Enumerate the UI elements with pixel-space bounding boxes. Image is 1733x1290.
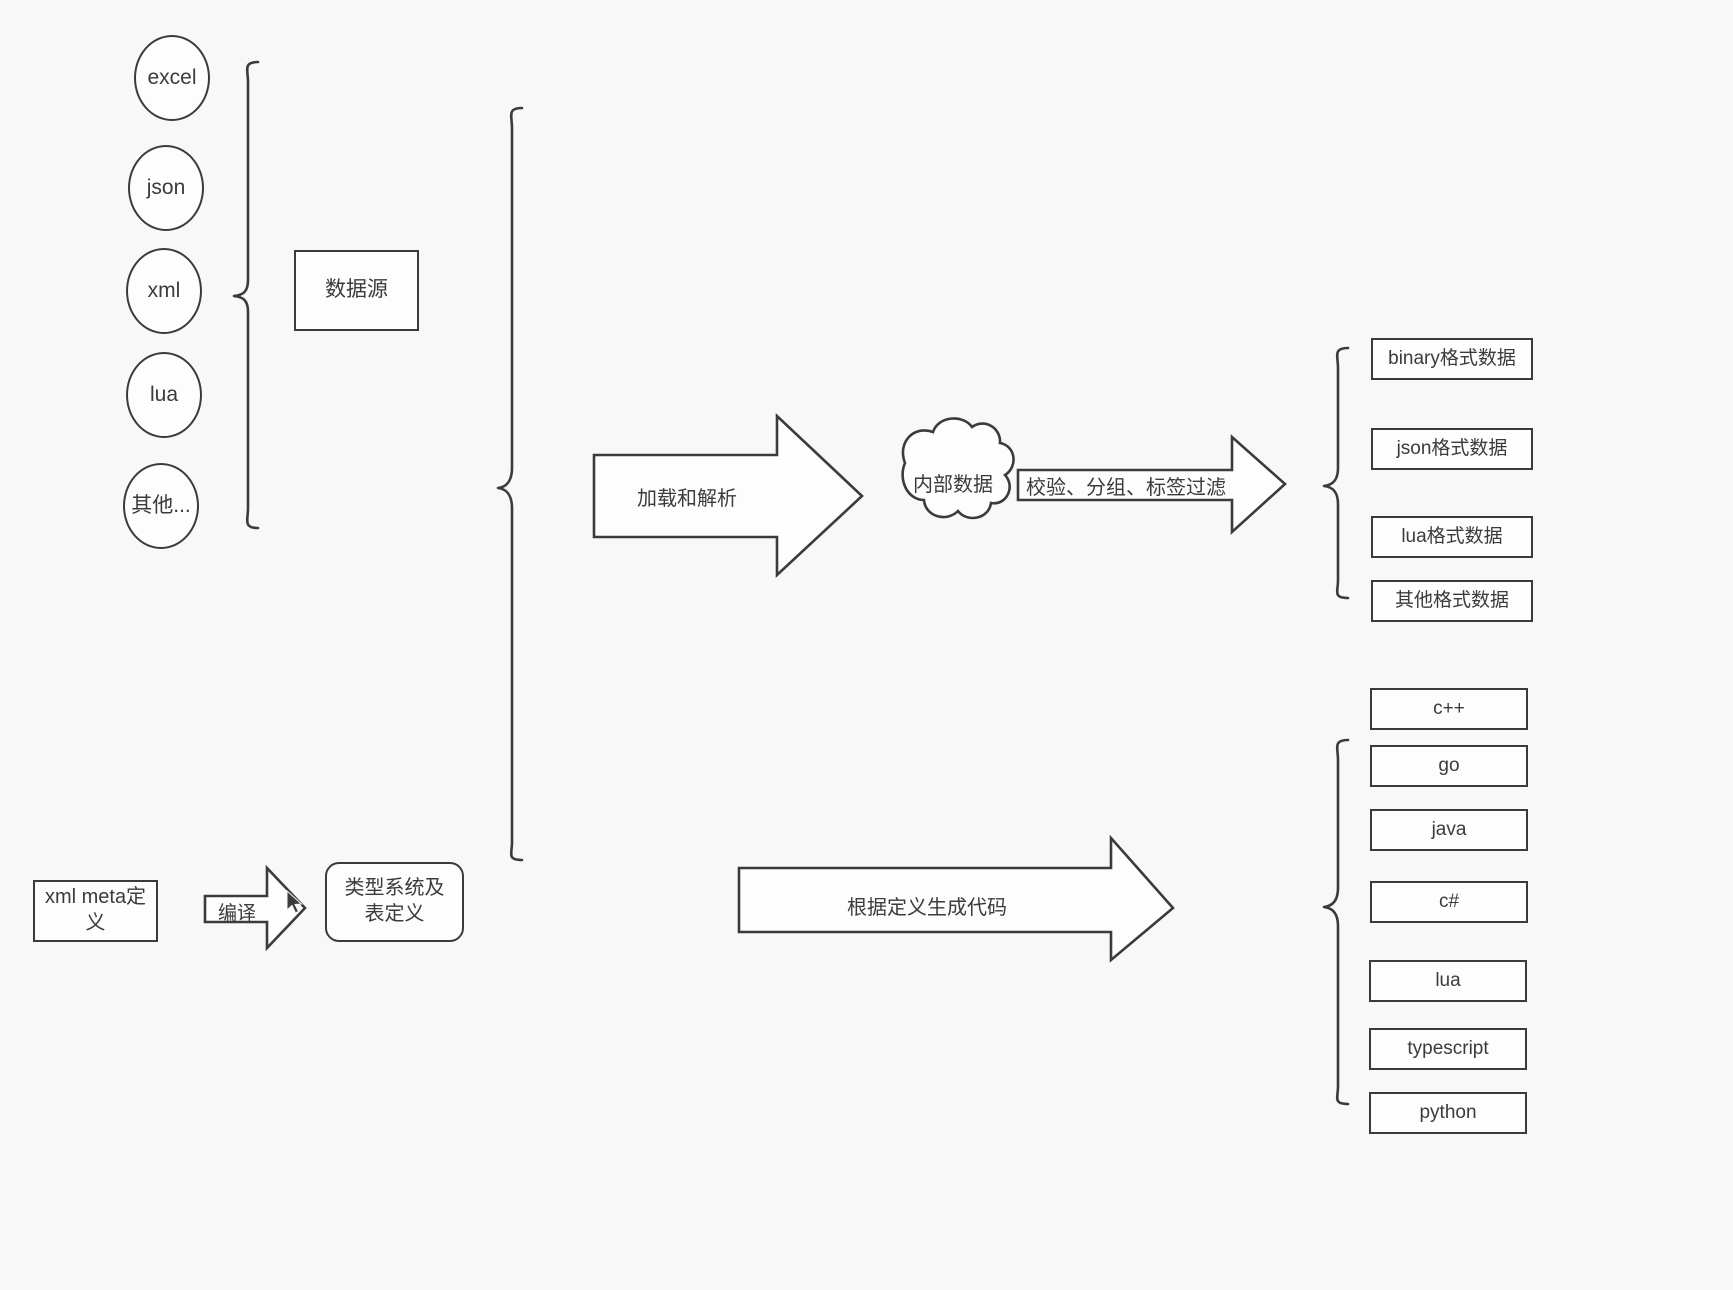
code-output-cpp[interactable]: c++ (1370, 688, 1528, 730)
code-output-label: c# (1438, 890, 1460, 912)
source-label: lua (149, 382, 179, 406)
source-node-other[interactable]: 其他... (123, 463, 199, 549)
data-output-json[interactable]: json格式数据 (1371, 428, 1533, 470)
type-system-box[interactable]: 类型系统及表定义 (325, 862, 464, 942)
code-output-label: c++ (1433, 697, 1465, 719)
data-outputs-brace (1322, 346, 1350, 600)
source-label: xml (147, 278, 181, 302)
data-output-label: json格式数据 (1396, 437, 1508, 459)
data-output-label: lua格式数据 (1401, 525, 1503, 547)
pipeline-input-brace (496, 106, 524, 862)
data-output-label: binary格式数据 (1388, 347, 1516, 369)
code-output-csharp[interactable]: c# (1370, 881, 1528, 923)
compile-arrow (203, 864, 307, 952)
generate-code-arrow (737, 834, 1175, 963)
code-output-label: typescript (1407, 1037, 1489, 1059)
datasource-box[interactable]: 数据源 (294, 250, 419, 331)
code-output-python[interactable]: python (1369, 1092, 1527, 1134)
type-system-label: 类型系统及表定义 (344, 877, 445, 925)
filter-arrow (1016, 434, 1287, 535)
sources-brace (232, 60, 260, 530)
xml-meta-definition-box[interactable]: xml meta定义 (33, 880, 158, 942)
load-parse-arrow (592, 412, 864, 578)
source-node-json[interactable]: json (128, 145, 204, 231)
code-output-java[interactable]: java (1370, 809, 1528, 851)
code-output-label: python (1419, 1101, 1477, 1123)
code-output-label: go (1438, 754, 1460, 776)
source-label: json (146, 175, 186, 199)
code-output-lua[interactable]: lua (1369, 960, 1527, 1002)
internal-data-cloud (901, 417, 1015, 520)
source-label: 其他... (131, 493, 191, 517)
data-output-other[interactable]: 其他格式数据 (1371, 580, 1533, 622)
code-output-label: lua (1435, 969, 1461, 991)
code-output-typescript[interactable]: typescript (1369, 1028, 1527, 1070)
source-label: excel (147, 65, 197, 89)
data-output-label: 其他格式数据 (1394, 589, 1509, 611)
code-output-label: java (1431, 818, 1467, 840)
code-output-go[interactable]: go (1370, 745, 1528, 787)
datasource-label: 数据源 (325, 278, 388, 302)
code-outputs-brace (1322, 738, 1350, 1106)
data-output-lua[interactable]: lua格式数据 (1371, 516, 1533, 558)
source-node-excel[interactable]: excel (134, 35, 210, 121)
xml-meta-label: xml meta定义 (44, 886, 147, 934)
source-node-lua[interactable]: lua (126, 352, 202, 438)
data-output-binary[interactable]: binary格式数据 (1371, 338, 1533, 380)
source-node-xml[interactable]: xml (126, 248, 202, 334)
